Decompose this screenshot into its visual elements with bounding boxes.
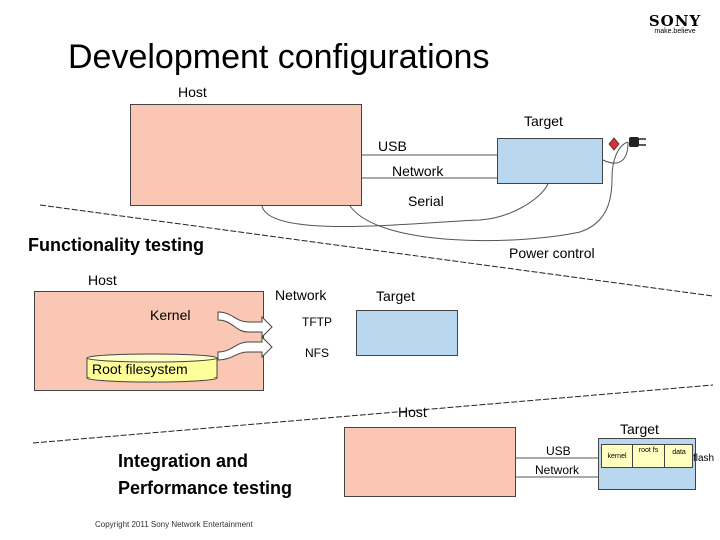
flash-partitions: kernel root fs data bbox=[601, 444, 693, 468]
power-cable bbox=[349, 141, 629, 242]
sony-logo-tagline: make.believe bbox=[654, 28, 696, 35]
section3-host-box bbox=[344, 427, 516, 497]
partition-data: data bbox=[672, 449, 686, 456]
sony-logo-brand: SONY bbox=[648, 12, 702, 30]
section1-target-label: Target bbox=[524, 113, 563, 129]
flash-label: flash bbox=[693, 453, 715, 464]
separator-line-2 bbox=[32, 384, 714, 444]
section2-tftp-label: TFTP bbox=[302, 315, 332, 329]
section3-host-label: Host bbox=[398, 404, 427, 420]
partition-divider-2 bbox=[664, 445, 665, 467]
partition-divider-1 bbox=[632, 445, 633, 467]
section3-network-label: Network bbox=[535, 463, 580, 477]
section3-heading-line2: Performance testing bbox=[118, 478, 293, 498]
section1-host-label: Host bbox=[178, 84, 207, 100]
section1-power-label: Power control bbox=[509, 245, 595, 261]
section3-target-label: Target bbox=[620, 421, 659, 437]
section2-target-box bbox=[356, 310, 458, 356]
nfs-arrow-icon bbox=[217, 335, 273, 361]
separator-line-1 bbox=[39, 204, 714, 297]
tftp-arrow-icon bbox=[217, 311, 273, 339]
section1-network-label: Network bbox=[392, 163, 444, 179]
section1-serial-label: Serial bbox=[408, 193, 444, 209]
section1-host-box bbox=[130, 104, 362, 206]
section2-heading: Functionality testing bbox=[28, 235, 205, 255]
section3-usb-label: USB bbox=[546, 444, 571, 458]
section1-usb-label: USB bbox=[378, 138, 407, 154]
section3-heading-line1: Integration and bbox=[118, 451, 248, 471]
section2-nfs-label: NFS bbox=[305, 346, 329, 360]
section2-network-label: Network bbox=[275, 287, 327, 303]
section1-target-box bbox=[497, 138, 603, 184]
copyright-footer: Copyright 2011 Sony Network Entertainmen… bbox=[95, 520, 253, 529]
section2-rootfs-label: Root filesystem bbox=[92, 361, 188, 377]
sony-logo: SONY make.believe bbox=[645, 12, 705, 35]
partition-rootfs: root fs bbox=[633, 447, 664, 455]
target-power-line bbox=[602, 141, 629, 164]
partition-kernel: kernel bbox=[607, 453, 627, 460]
section2-target-label: Target bbox=[376, 288, 415, 304]
rootfs-cylinder-icon bbox=[86, 353, 218, 383]
power-diamond bbox=[608, 137, 620, 151]
section2-kernel-label: Kernel bbox=[150, 307, 191, 323]
serial-cable bbox=[261, 183, 549, 227]
partition-rootfs-label: root fs bbox=[638, 447, 659, 454]
section2-host-label: Host bbox=[88, 272, 117, 288]
power-plug-icon bbox=[629, 137, 646, 147]
page-title: Development configurations bbox=[68, 38, 490, 76]
